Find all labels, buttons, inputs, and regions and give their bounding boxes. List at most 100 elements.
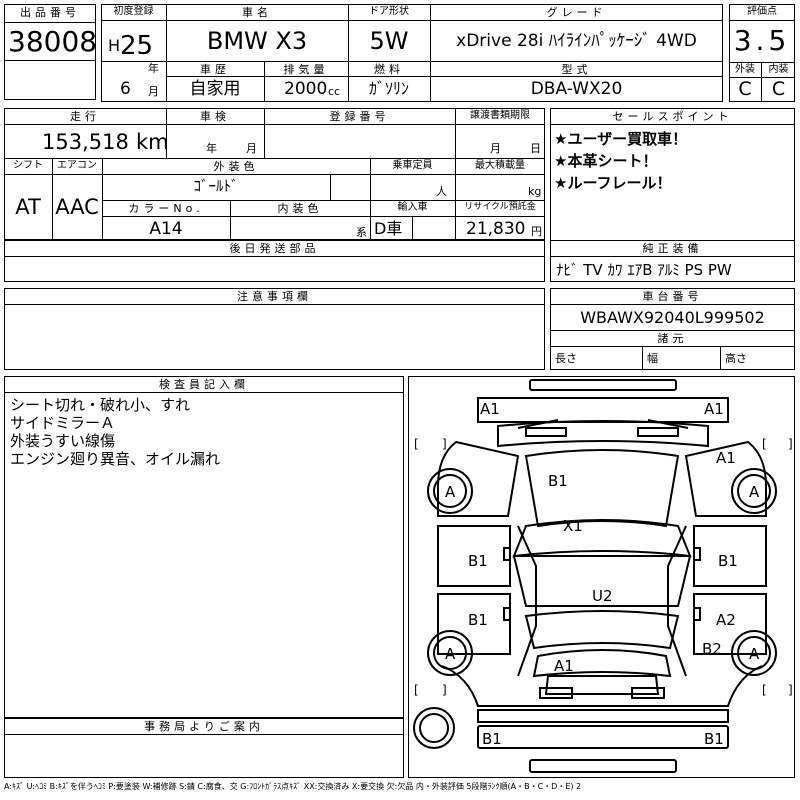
inspection-month-unit: 月 — [246, 142, 257, 155]
mark-right-rear-door: A2 — [716, 611, 736, 629]
ext-color-label: 外装色 — [213, 160, 259, 173]
door-label: ドア形状 — [369, 6, 409, 17]
mark-rear-right-tire: A — [749, 645, 760, 663]
transfer-label: 譲渡書類期限 — [470, 110, 530, 121]
damage-diagram-frame — [408, 376, 795, 778]
model: DBA-WX20 — [530, 79, 623, 99]
int-color-unit: 系 — [356, 226, 367, 239]
equipment-label: 純正装備 — [642, 242, 703, 255]
transfer-day-unit: 日 — [530, 142, 541, 155]
dims-label: 諸元 — [657, 332, 688, 345]
sales-point-item: ★ユーザー買取車！ — [554, 130, 688, 148]
grade-label: グレード — [546, 6, 607, 19]
ac: AAC — [55, 195, 99, 219]
mark-left-rear-door: B1 — [468, 611, 488, 629]
history-label: 車歴 — [200, 63, 230, 76]
svg-text:[: [ — [414, 683, 419, 697]
import-label: 輸入車 — [397, 202, 428, 213]
header-row-2 — [101, 61, 723, 102]
lot-cell — [4, 4, 96, 100]
first-reg-label: 初度登録 — [113, 6, 154, 17]
legend: A:ｷｽﾞ U:ﾍｺﾐ B:ｷｽﾞを伴うﾍｺﾐ P:要塗装 W:補修跡 S:錆 … — [4, 782, 582, 791]
shift-label: シフト — [13, 160, 43, 171]
width-label: 幅 — [647, 352, 658, 365]
mark-right-front-fender: A1 — [716, 449, 736, 467]
mark-rear-right: B1 — [704, 730, 724, 748]
mark-rear-left: B1 — [482, 730, 502, 748]
reg-month: 6 — [120, 79, 131, 99]
mileage: 153,518 — [42, 130, 129, 154]
recycle-unit: 円 — [531, 225, 542, 238]
load-unit: kg — [528, 185, 542, 198]
exterior-grade: C — [738, 78, 752, 100]
svg-text:]: ] — [788, 683, 793, 697]
car-name-label: 車名 — [242, 6, 272, 19]
later-parts-label: 後日発送部品 — [229, 242, 320, 255]
svg-text:[: [ — [762, 437, 767, 451]
lot-number: 38008 — [8, 25, 98, 58]
office-notice — [4, 718, 404, 778]
inspection-label: 車検 — [200, 110, 230, 123]
interior-grade: C — [771, 78, 786, 100]
sales-point-item: ★本革シート！ — [554, 152, 658, 170]
month-unit: 月 — [148, 85, 159, 98]
transfer-month-unit: 月 — [490, 142, 501, 155]
chassis — [550, 288, 795, 370]
sales-points — [550, 108, 795, 282]
int-color-label: 内装色 — [277, 202, 323, 215]
interior-label: 内装 — [768, 64, 789, 75]
mark-front-left-tire: A — [445, 483, 456, 501]
mileage-unit: km — [136, 130, 169, 154]
lot-label: 出品番号 — [20, 6, 80, 19]
capacity-unit: 人 — [436, 185, 447, 198]
era: H — [108, 36, 121, 55]
load-label: 最大積載量 — [475, 160, 525, 171]
sales-points-label: セールスポイント — [612, 110, 733, 123]
svg-text:]: ] — [442, 437, 447, 451]
displacement-unit: cc — [328, 85, 341, 98]
equipment: ﾅﾋﾞ TV ｶﾜ ｴｱB ｱﾙﾐ PS PW — [556, 261, 732, 279]
svg-text:]: ] — [788, 437, 793, 451]
later-parts — [4, 240, 545, 282]
mark-left-front-door: B1 — [468, 552, 488, 570]
mileage-label: 走行 — [70, 110, 100, 123]
inspector-line: シート切れ・破れ小、すれ — [10, 396, 191, 414]
registration-label: 登録番号 — [329, 110, 390, 123]
history: 自家用 — [189, 79, 241, 99]
sales-point-item: ★ルーフレール！ — [554, 174, 672, 192]
import: D車 — [374, 219, 403, 238]
capacity-label: 乗車定員 — [392, 160, 433, 171]
mark-right-rear-fender: B2 — [702, 640, 722, 658]
inspector-label: 検査員記入欄 — [159, 378, 249, 391]
year-unit: 年 — [148, 62, 159, 75]
car-diagram: [] [] [] [] A1 A1 A1 B1 A A X1 B1 B1 U2 … — [413, 379, 793, 773]
mark-rear-left-tire: A — [445, 645, 456, 663]
color-no: A14 — [149, 219, 183, 239]
inspector-line: 外装うすい線傷 — [10, 432, 116, 450]
shift: AT — [15, 195, 41, 219]
score-label: 評価点 — [747, 6, 777, 17]
score-cell — [729, 4, 795, 102]
displacement-label: 排気量 — [283, 63, 329, 76]
length-label: 長さ — [555, 352, 577, 365]
mark-front-right-tire: A — [749, 483, 760, 501]
car-name: BMW X3 — [206, 27, 308, 55]
grade: xDrive 28i ﾊｲﾗｲﾝﾊﾟｯｹｰｼﾞ 4WD — [456, 31, 697, 51]
inspector-line: エンジン廻り異音、オイル漏れ — [10, 450, 221, 468]
inspector-notes — [4, 376, 404, 718]
score: 3.5 — [733, 24, 791, 57]
svg-text:[: [ — [414, 437, 419, 451]
fuel: ｶﾞｿﾘﾝ — [368, 79, 409, 98]
mark-front-right: A1 — [704, 400, 724, 418]
mark-roof: X1 — [563, 517, 583, 535]
recycle-label: リサイクル預託金 — [464, 202, 536, 212]
color-no-label: カラーNo. — [128, 202, 204, 215]
ext-color: ｺﾞｰﾙﾄﾞ — [193, 177, 239, 195]
mark-trunk: A1 — [554, 657, 574, 675]
model-label: 型式 — [561, 63, 592, 76]
notes — [4, 288, 545, 370]
mark-front-left: A1 — [480, 400, 500, 418]
height-label: 高さ — [725, 352, 747, 365]
displacement: 2000 — [284, 79, 328, 99]
door-type: 5W — [369, 27, 409, 55]
